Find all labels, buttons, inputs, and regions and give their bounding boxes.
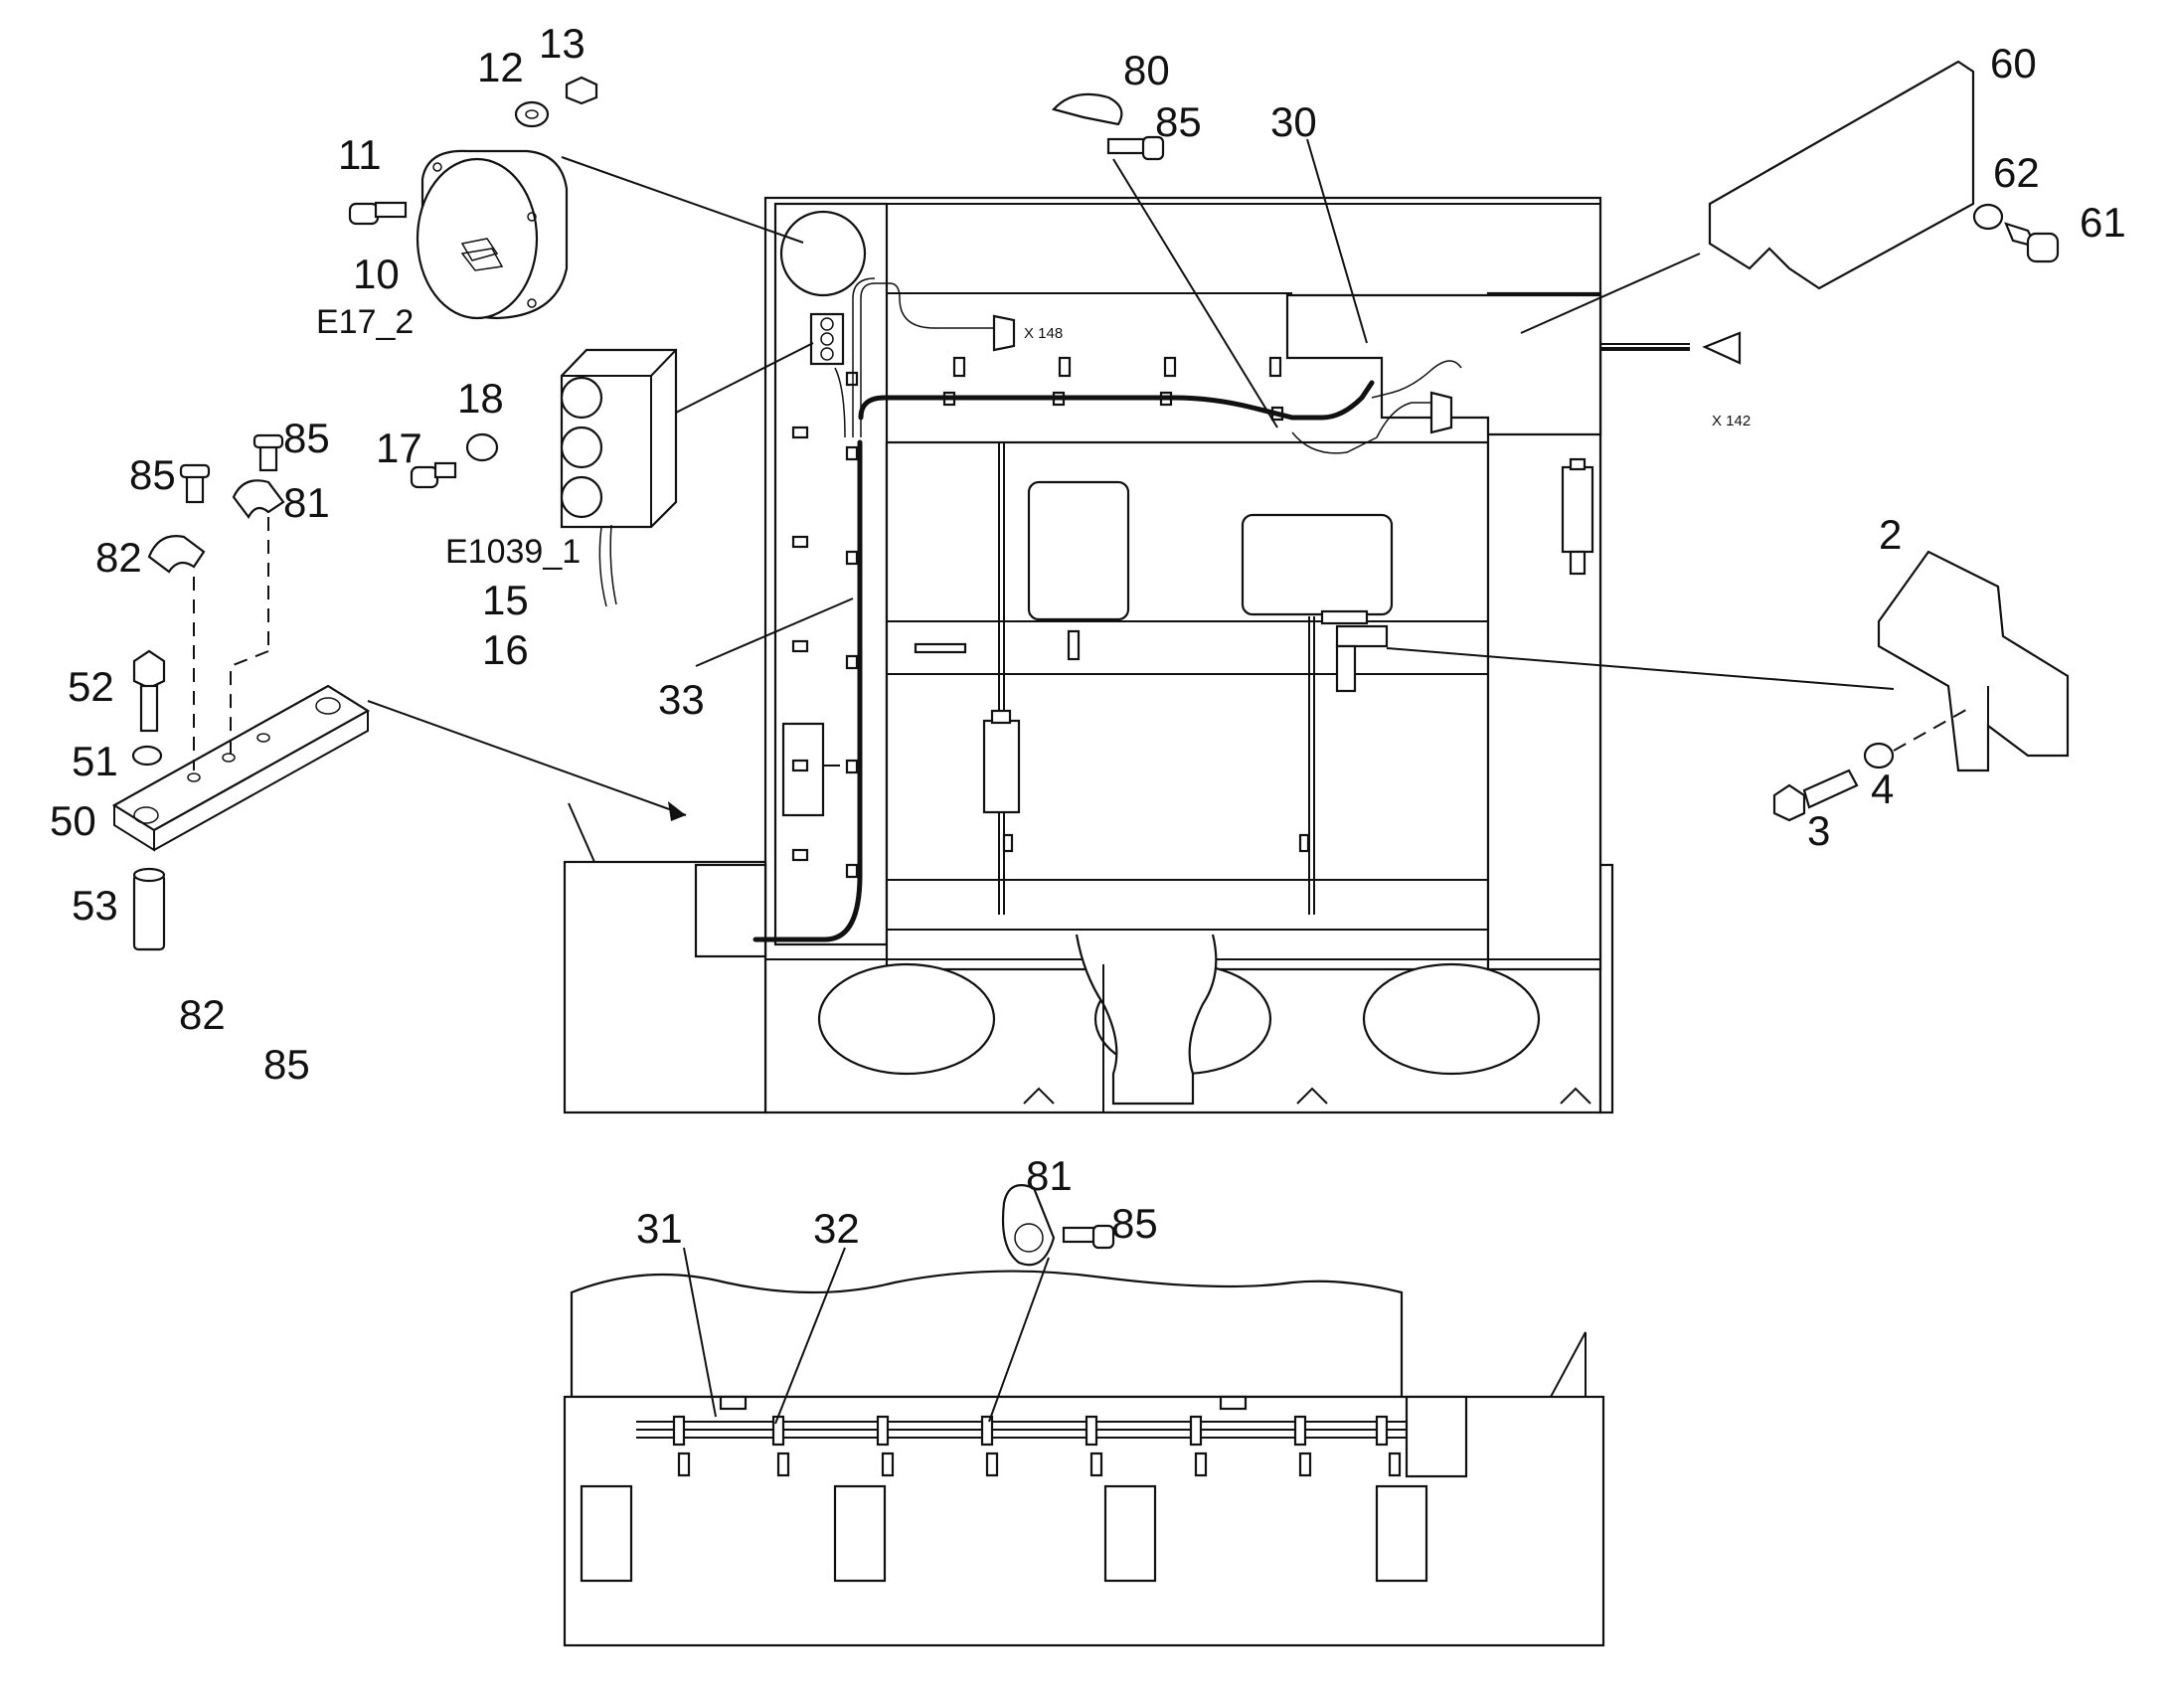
bolt-part-52 — [132, 649, 166, 690]
clamp-part-80 — [1051, 92, 1123, 126]
connector-tag-x142: X 142 — [1712, 413, 1751, 429]
label-16: 16 — [482, 626, 529, 673]
label-32: 32 — [813, 1205, 860, 1252]
label-18: 18 — [457, 375, 504, 422]
label-85-legend: 85 — [263, 1041, 310, 1088]
bracket-part-2 — [1877, 550, 2070, 772]
washer-part-62 — [1972, 203, 2004, 231]
leader-lines — [367, 138, 1895, 1425]
cable-clips — [791, 356, 1284, 879]
label-50: 50 — [50, 797, 96, 844]
label-51: 51 — [72, 738, 118, 784]
label-10: 10 — [353, 251, 400, 297]
label-11: 11 — [338, 131, 382, 178]
label-4: 4 — [1871, 766, 1894, 812]
lower-assembly — [563, 1270, 1605, 1647]
label-12: 12 — [477, 44, 524, 90]
screw-part-11 — [348, 201, 408, 226]
code-e17: E17_2 — [316, 303, 414, 341]
code-e1039: E1039_1 — [445, 533, 581, 571]
rail-clips — [672, 1415, 1402, 1477]
label-13: 13 — [539, 20, 585, 67]
label-85-top: 85 — [1155, 98, 1202, 145]
label-31: 31 — [636, 1205, 683, 1252]
clamp-part-81 — [232, 479, 285, 520]
label-80: 80 — [1123, 47, 1170, 93]
washer-part-12 — [514, 100, 550, 128]
label-15: 15 — [482, 577, 529, 623]
bracket-part-60 — [1708, 60, 1975, 290]
label-17: 17 — [376, 425, 422, 471]
label-81-bottom: 81 — [1026, 1152, 1073, 1199]
label-81: 81 — [283, 479, 330, 526]
clamp-part-82 — [147, 535, 206, 574]
control-box — [560, 348, 678, 607]
label-85-left: 85 — [129, 451, 176, 498]
nut-part-13 — [565, 76, 598, 105]
label-53: 53 — [72, 882, 118, 929]
label-62: 62 — [1993, 149, 2040, 196]
label-85-mid: 85 — [283, 415, 330, 461]
lamp-part-10 — [416, 149, 569, 320]
label-82: 82 — [95, 534, 142, 581]
bolt-part-3 — [1772, 783, 1806, 822]
label-85-bottom: 85 — [1111, 1200, 1158, 1247]
washer-part-18 — [465, 432, 499, 462]
washer-part-4 — [1863, 742, 1895, 769]
label-61: 61 — [2080, 199, 2126, 246]
label-3: 3 — [1807, 807, 1830, 854]
label-30: 30 — [1270, 98, 1317, 145]
connector-tag-x148: X 148 — [1024, 325, 1063, 342]
pin-part-53 — [132, 873, 166, 951]
washer-part-51 — [131, 745, 163, 767]
label-2: 2 — [1879, 511, 1902, 558]
main-housing — [563, 196, 1742, 1114]
label-33: 33 — [658, 676, 705, 723]
label-52: 52 — [68, 663, 114, 710]
label-60: 60 — [1990, 40, 2037, 86]
part-labels: 2 3 4 10 11 12 13 15 16 17 18 30 31 32 3… — [50, 20, 2126, 1252]
label-82-legend: 82 — [179, 991, 226, 1038]
